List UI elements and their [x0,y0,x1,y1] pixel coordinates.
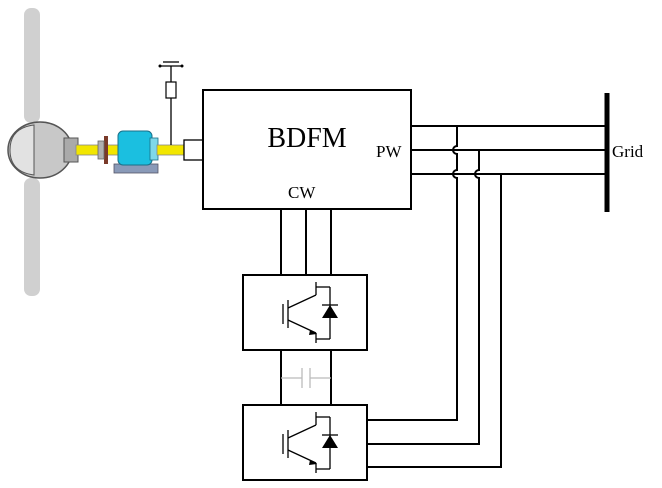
blade-bottom [24,178,40,296]
grid-side-feeders [367,126,502,468]
coupling-hub [97,140,105,160]
grid-label: Grid [612,142,644,161]
gearbox-body [117,130,153,166]
dc-link [280,350,332,405]
grid-side-converter [242,404,368,481]
wind-turbine-icon [7,8,79,296]
anemometer-icon [158,61,184,145]
rotor-side-converter [242,274,368,351]
cw-label: CW [288,183,316,202]
high-speed-shaft [156,144,186,156]
low-speed-shaft [75,144,119,156]
gearbox-icon [113,130,159,174]
coupling-disc [104,136,108,164]
capacitor-icon [281,368,331,388]
blade-top [24,8,40,123]
pw-grid-lines [411,125,607,175]
nacelle-nose [9,124,35,176]
pw-label: PW [376,142,402,161]
igbt-diode-icon [282,412,338,473]
igbt-diode-icon [282,282,338,343]
bdfm-label: BDFM [267,123,346,154]
cw-converter-lines [280,209,332,275]
shaft-adapter [183,139,205,161]
anemometer-sensor [165,81,177,99]
